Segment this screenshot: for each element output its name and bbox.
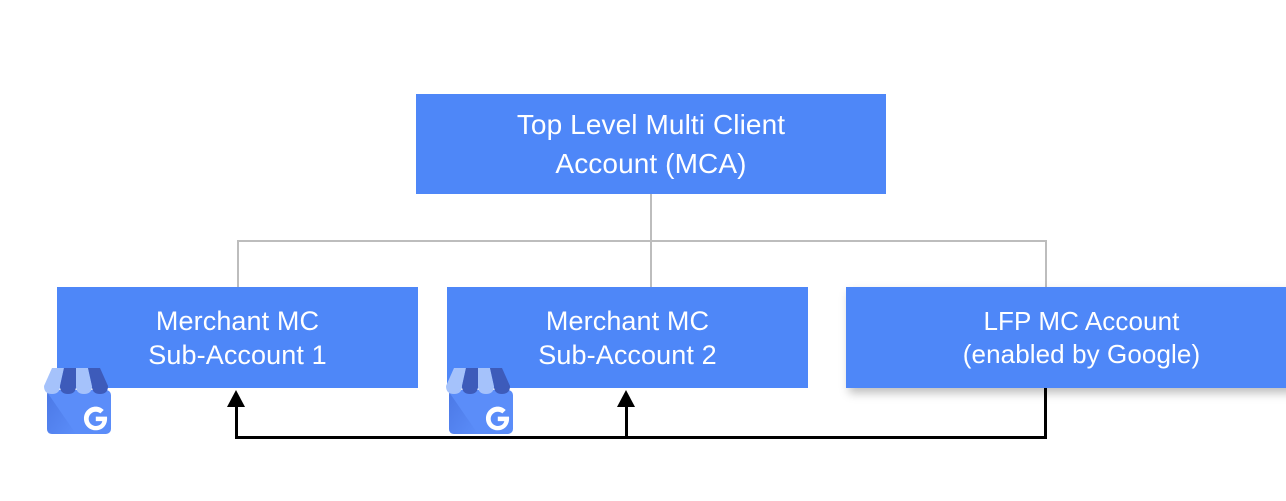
connector-drop-to-sub2 [650, 240, 652, 288]
feedback-line-to-sub1 [235, 400, 238, 438]
connector-drop-to-lfp [1045, 240, 1047, 288]
node-merchant-sub-account-2[interactable]: Merchant MC Sub-Account 2 [447, 287, 808, 388]
node-merchant-sub-account-1[interactable]: Merchant MC Sub-Account 1 [57, 287, 418, 388]
connector-crossbar [237, 240, 1047, 242]
node-lfp-mc-account-label: LFP MC Account (enabled by Google) [962, 305, 1201, 369]
arrowhead-to-sub2-icon [617, 390, 635, 407]
arrowhead-to-sub1-icon [227, 390, 245, 407]
node-top-level-mca[interactable]: Top Level Multi Client Account (MCA) [416, 94, 886, 194]
node-top-level-mca-label: Top Level Multi Client Account (MCA) [516, 109, 786, 179]
node-merchant-sub-account-1-label: Merchant MC Sub-Account 1 [148, 305, 327, 370]
node-merchant-sub-account-2-label: Merchant MC Sub-Account 2 [538, 305, 717, 370]
google-business-profile-icon [446, 368, 513, 434]
connector-drop-to-sub1 [237, 240, 239, 288]
feedback-line-from-lfp [1044, 388, 1047, 439]
node-lfp-mc-account[interactable]: LFP MC Account (enabled by Google) [846, 287, 1286, 388]
feedback-line-horizontal [235, 436, 1047, 439]
connector-mca-trunk [650, 194, 652, 242]
feedback-line-to-sub2 [625, 400, 628, 438]
google-business-profile-icon [44, 368, 111, 434]
